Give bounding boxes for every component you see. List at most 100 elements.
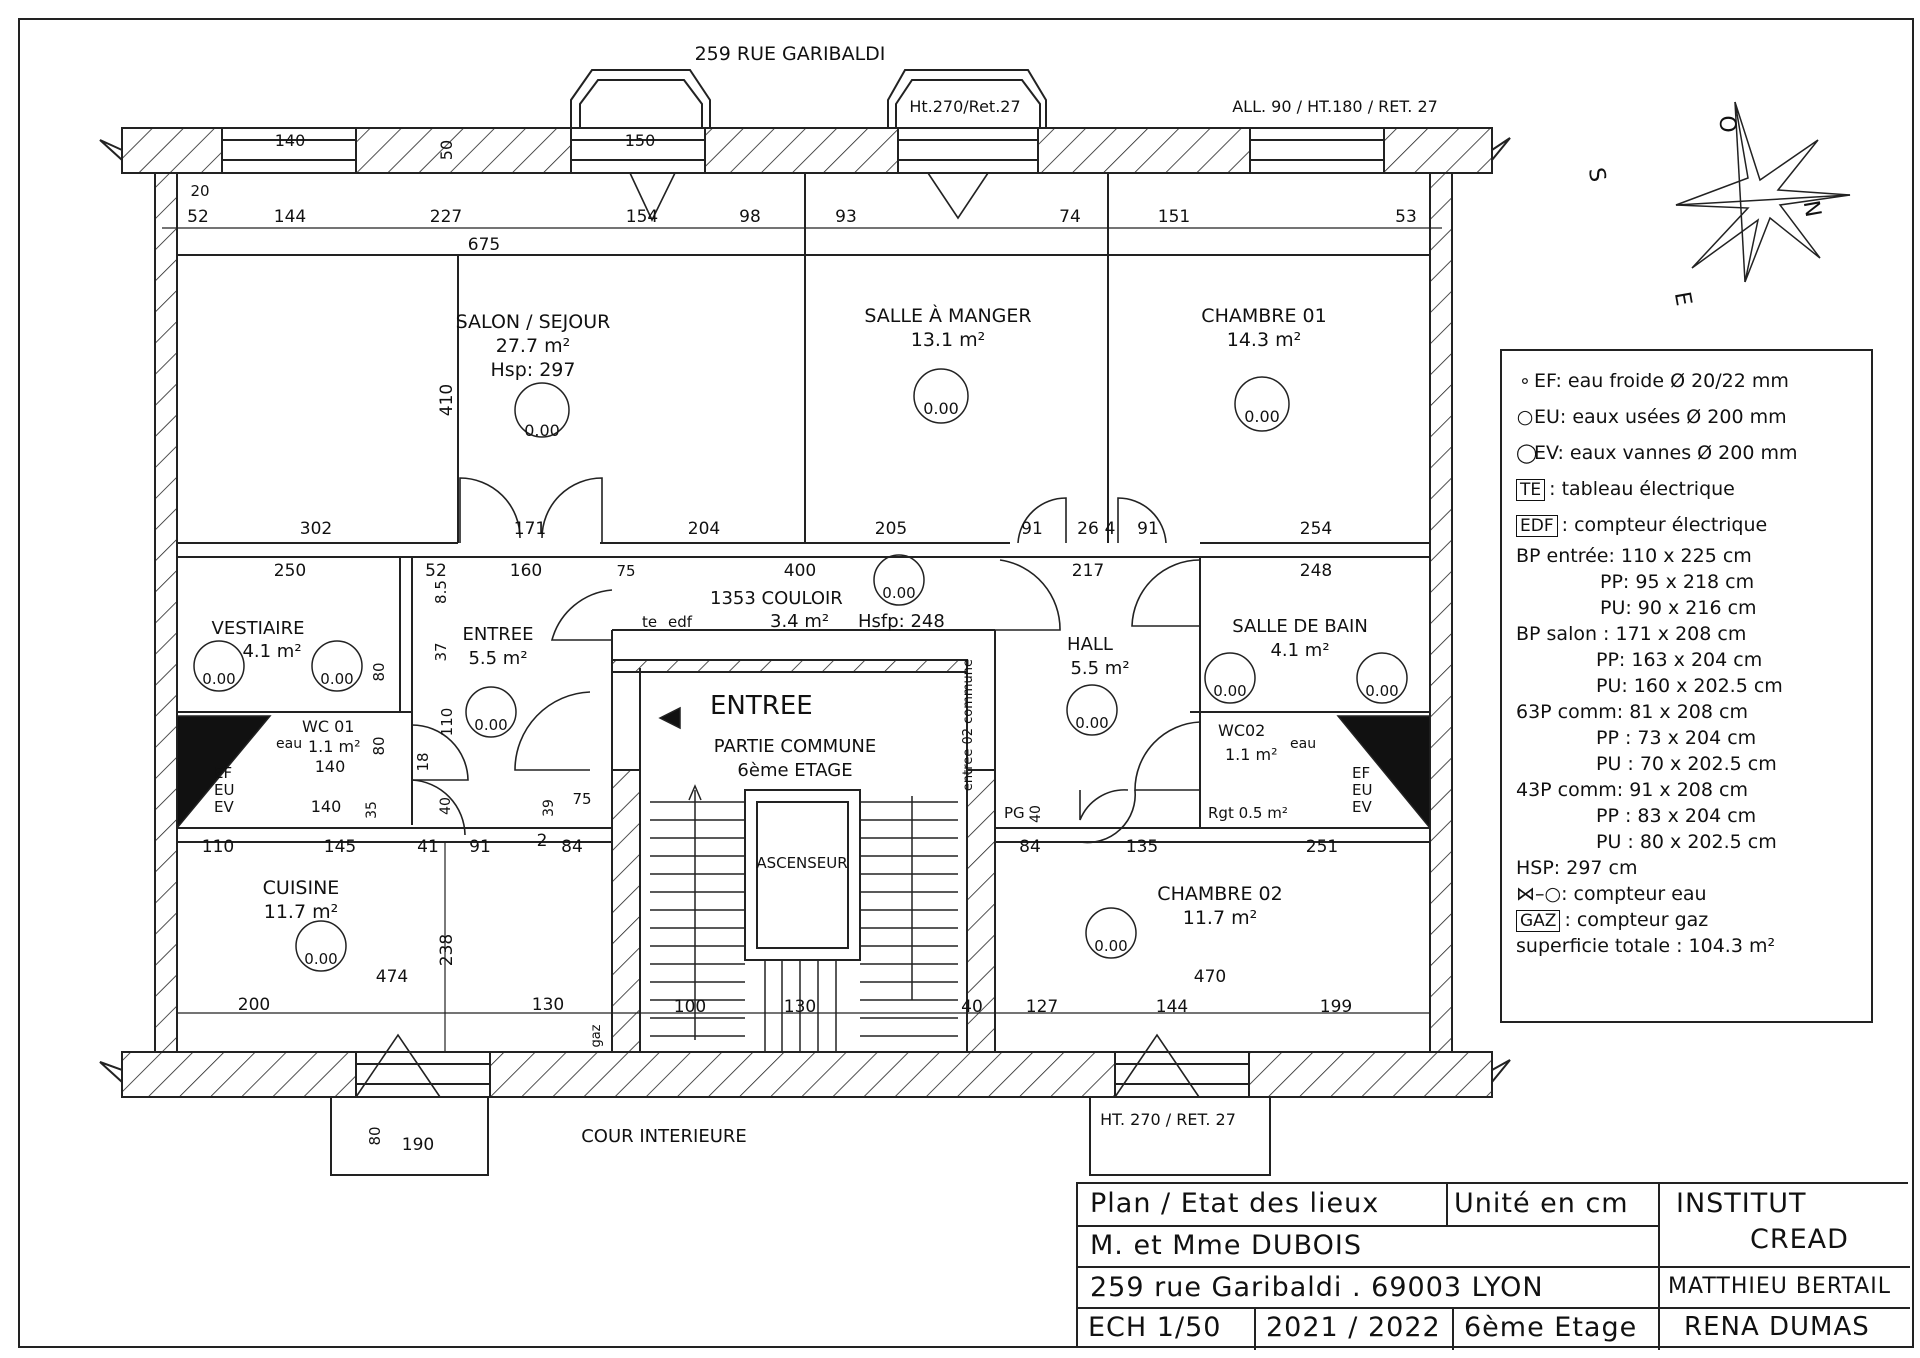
- level-cuisine: 0.00: [304, 950, 337, 968]
- legend-eu: ○EU: eaux usées Ø 200 mm: [1516, 399, 1861, 435]
- legend-bp-entree-pp: PP: 95 x 218 cm: [1600, 571, 1755, 593]
- stairs: [650, 784, 958, 1052]
- dim-140b: 140: [315, 757, 346, 776]
- level-sdb-b: 0.00: [1365, 682, 1398, 700]
- legend-gaz: GAZ: compteur gaz: [1516, 907, 1861, 933]
- pg-label: PG: [1004, 804, 1025, 822]
- legend-eau-text: : compteur eau: [1561, 883, 1707, 905]
- small-circle-icon: ∘: [1519, 370, 1531, 392]
- ev-left: EV: [214, 798, 234, 816]
- dim-26: 26: [1077, 519, 1099, 539]
- legend-bp-salon: BP salon : 171 x 208 cm: [1516, 623, 1747, 645]
- rgt-label: Rgt 0.5 m²: [1208, 804, 1288, 822]
- legend: ∘EF: eau froide Ø 20/22 mm ○EU: eaux usé…: [1500, 349, 1873, 1023]
- dim-145: 145: [324, 837, 356, 857]
- dim-98: 98: [739, 207, 761, 227]
- room-name-hall: HALL: [1067, 634, 1113, 655]
- te-box-icon: TE: [1516, 479, 1546, 501]
- legend-hsp: HSP: 297 cm: [1516, 857, 1638, 879]
- commune-entree: ENTREE: [710, 691, 813, 721]
- dim-18: 18: [414, 752, 432, 771]
- level-couloir: 0.00: [882, 584, 915, 602]
- gaz-box-icon: GAZ: [1516, 910, 1561, 932]
- dim-470: 470: [1194, 967, 1226, 987]
- dim-84b: 84: [1019, 837, 1041, 857]
- level-chambre2: 0.00: [1094, 937, 1127, 955]
- dim-150: 150: [625, 131, 656, 150]
- legend-eau: ⋈–○: compteur eau: [1516, 881, 1861, 907]
- dim-171: 171: [514, 519, 546, 539]
- room-area-wc1: 1.1 m²: [308, 737, 361, 756]
- room-name-sdb: SALLE DE BAIN: [1232, 616, 1368, 637]
- dim-91a: 91: [1021, 519, 1043, 539]
- dim-190: 190: [402, 1135, 434, 1155]
- dim-110b: 110: [202, 837, 234, 857]
- dim-84: 84: [561, 837, 583, 857]
- dim-238: 238: [437, 934, 457, 966]
- room-name-entree: ENTREE: [462, 624, 533, 645]
- legend-63p-pu: PU : 70 x 202.5 cm: [1596, 753, 1777, 775]
- tb-title: Plan / Etat des lieux: [1090, 1188, 1380, 1219]
- compass-e: E: [1669, 290, 1696, 308]
- bay-windows: [330, 69, 1271, 1176]
- room-area-couloir: 3.4 m²: [770, 611, 829, 632]
- eau-right: eau: [1290, 736, 1316, 752]
- room-name-cuisine: CUISINE: [263, 877, 340, 899]
- elevator-label: ASCENSEUR: [756, 854, 847, 872]
- dim-53: 53: [1395, 207, 1417, 227]
- tb-unit: Unité en cm: [1454, 1188, 1629, 1219]
- edf-meter-icon: EDF: [1516, 515, 1558, 537]
- dim-75b: 75: [572, 790, 591, 808]
- dim-410: 410: [437, 384, 457, 416]
- level-entree: 0.00: [474, 716, 507, 734]
- dim-251: 251: [1306, 837, 1338, 857]
- dim-75: 75: [616, 562, 635, 580]
- room-area-salon: 27.7 m²: [496, 335, 570, 357]
- legend-43p-pp: PP : 83 x 204 cm: [1596, 805, 1757, 827]
- dim-199: 199: [1320, 997, 1352, 1017]
- legend-ef-text: EF: eau froide Ø 20/22 mm: [1534, 370, 1789, 392]
- legend-bp-salon-pu: PU: 160 x 202.5 cm: [1596, 675, 1783, 697]
- dim-250: 250: [274, 561, 306, 581]
- window-note-top-mid: Ht.270/Ret.27: [909, 97, 1020, 116]
- dim-37: 37: [432, 642, 450, 661]
- legend-edf: EDF: compteur électrique: [1516, 507, 1861, 543]
- dim-4: 4: [1105, 519, 1116, 539]
- dim-140: 140: [275, 131, 306, 150]
- level-sdb-a: 0.00: [1213, 682, 1246, 700]
- room-name-chambre1: CHAMBRE 01: [1201, 305, 1326, 327]
- dim-80a: 80: [370, 662, 388, 681]
- compass-o: O: [1714, 115, 1739, 132]
- street-label: 259 RUE GARIBALDI: [695, 43, 886, 65]
- legend-te-text: : tableau électrique: [1549, 478, 1735, 500]
- dim-135: 135: [1126, 837, 1158, 857]
- tb-scale: ECH 1/50: [1088, 1312, 1222, 1343]
- plumbing-shafts: [176, 706, 1431, 831]
- dim-80b: 80: [370, 736, 388, 755]
- gaz-label: gaz: [589, 1024, 604, 1047]
- legend-63p-pp: PP : 73 x 204 cm: [1596, 727, 1757, 749]
- dim-52b: 52: [425, 561, 447, 581]
- dim-91b: 91: [1137, 519, 1159, 539]
- dim-50: 50: [437, 140, 456, 160]
- tb-inst2: CREAD: [1750, 1224, 1849, 1255]
- dim-100: 100: [674, 997, 706, 1017]
- room-name-salle: SALLE À MANGER: [864, 304, 1031, 327]
- commune-side-label: entree 02 commune: [961, 659, 976, 791]
- tb-author1: MATTHIEU BERTAIL: [1668, 1274, 1892, 1299]
- dim-254: 254: [1300, 519, 1332, 539]
- legend-bp-entree-pu: PU: 90 x 216 cm: [1600, 597, 1757, 619]
- large-circle-icon: ◯: [1516, 442, 1538, 464]
- window-note-top-right: ALL. 90 / HT.180 / RET. 27: [1232, 97, 1438, 116]
- dim-248: 248: [1300, 561, 1332, 581]
- dim-80: 80: [366, 1126, 384, 1145]
- dim-93: 93: [835, 207, 857, 227]
- legend-total: superficie totale : 104.3 m²: [1516, 935, 1776, 957]
- dim-204: 204: [688, 519, 720, 539]
- dim-74: 74: [1059, 207, 1081, 227]
- legend-gaz-text: : compteur gaz: [1564, 909, 1709, 931]
- legend-43p: 43P comm: 91 x 208 cm: [1516, 779, 1748, 801]
- legend-bp-entree: BP entrée: 110 x 225 cm: [1516, 545, 1752, 567]
- dim-302: 302: [300, 519, 332, 539]
